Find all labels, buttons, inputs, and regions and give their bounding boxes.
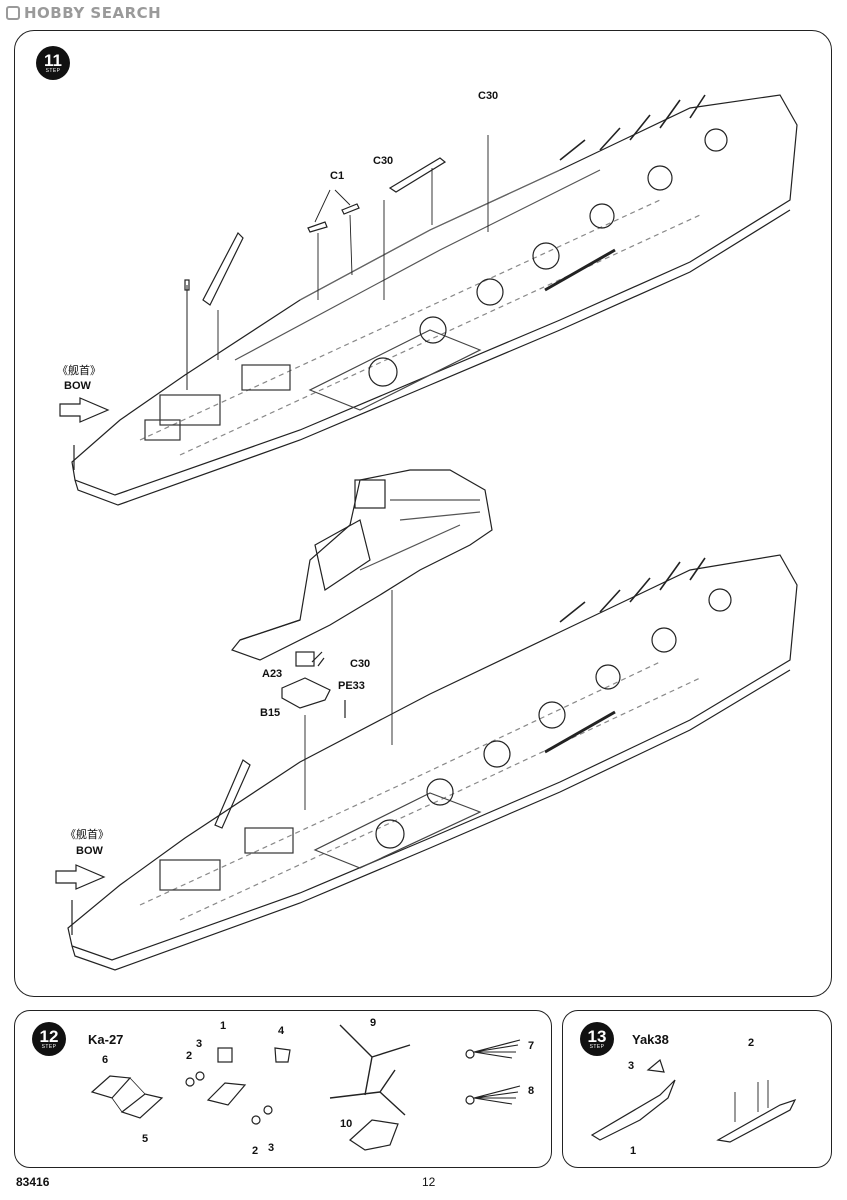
ka27-part-7: 7 (528, 1040, 535, 1052)
page-number: 12 (422, 1175, 436, 1189)
step-13-badge: 13 STEP (580, 1022, 614, 1056)
bow-label-upper: BOW (64, 380, 91, 392)
step-11-panel (14, 30, 832, 997)
part-label-b15: B15 (260, 707, 281, 719)
ka27-parts-drawing (90, 1024, 521, 1151)
step-11-number: 11 (44, 50, 62, 70)
step-12-badge: 12 STEP (32, 1022, 66, 1056)
part-label-c1: C1 (330, 170, 345, 182)
ka27-part-10: 10 (340, 1118, 353, 1130)
step-12-panel (14, 1010, 552, 1168)
yak38-part-3: 3 (628, 1060, 635, 1072)
yak38-parts-drawing (590, 1058, 797, 1143)
ka27-part-3-lower: 3 (268, 1142, 275, 1154)
part-label-c30-middle: C30 (373, 155, 394, 167)
step-13-step-word: STEP (589, 1043, 605, 1050)
island-superstructure-drawing (231, 469, 493, 661)
ka27-part-4: 4 (278, 1025, 285, 1037)
ka27-part-6: 6 (102, 1054, 109, 1066)
yak38-part-1: 1 (630, 1145, 637, 1157)
ka27-part-8: 8 (528, 1085, 535, 1097)
ka27-part-2-upper: 2 (186, 1050, 193, 1062)
kit-code: 83416 (16, 1175, 50, 1189)
step-12-number: 12 (39, 1026, 59, 1046)
step-13-panel (562, 1010, 832, 1168)
ka27-part-3-upper: 3 (196, 1038, 203, 1050)
step-13-title: Yak38 (632, 1032, 669, 1047)
yak38-part-2: 2 (748, 1037, 755, 1049)
step-11-step-word: STEP (45, 67, 61, 74)
ka27-part-9: 9 (370, 1017, 377, 1029)
hobby-search-watermark: HOBBY SEARCH (6, 4, 161, 22)
lower-carrier-hull-drawing (67, 554, 798, 971)
ka27-part-2-lower: 2 (252, 1145, 259, 1157)
ka27-part-5: 5 (142, 1133, 149, 1145)
step-11-badge: 11 STEP (36, 46, 70, 80)
bow-label-lower: BOW (76, 845, 103, 857)
watermark-logo-icon (6, 6, 20, 20)
bow-arrow-lower-icon (55, 864, 106, 890)
part-label-a23: A23 (262, 668, 283, 680)
island-parts-drawing (281, 590, 393, 810)
part-label-c30-top: C30 (478, 90, 499, 102)
part-label-pe33: PE33 (338, 680, 365, 692)
part-label-c30-island: C30 (350, 658, 371, 670)
bow-arrow-upper-icon (59, 397, 110, 423)
step-12-title: Ka-27 (88, 1032, 124, 1047)
step-11-parts-drawing (184, 135, 489, 390)
watermark-text: HOBBY SEARCH (24, 4, 162, 22)
step-13-number: 13 (587, 1026, 607, 1046)
bow-label-chinese-upper: 《舰首》 (57, 365, 101, 377)
bow-label-chinese-lower: 《舰首》 (65, 829, 109, 841)
upper-carrier-hull-drawing (71, 94, 798, 506)
ka27-part-1: 1 (220, 1020, 227, 1032)
step-12-step-word: STEP (41, 1043, 57, 1050)
